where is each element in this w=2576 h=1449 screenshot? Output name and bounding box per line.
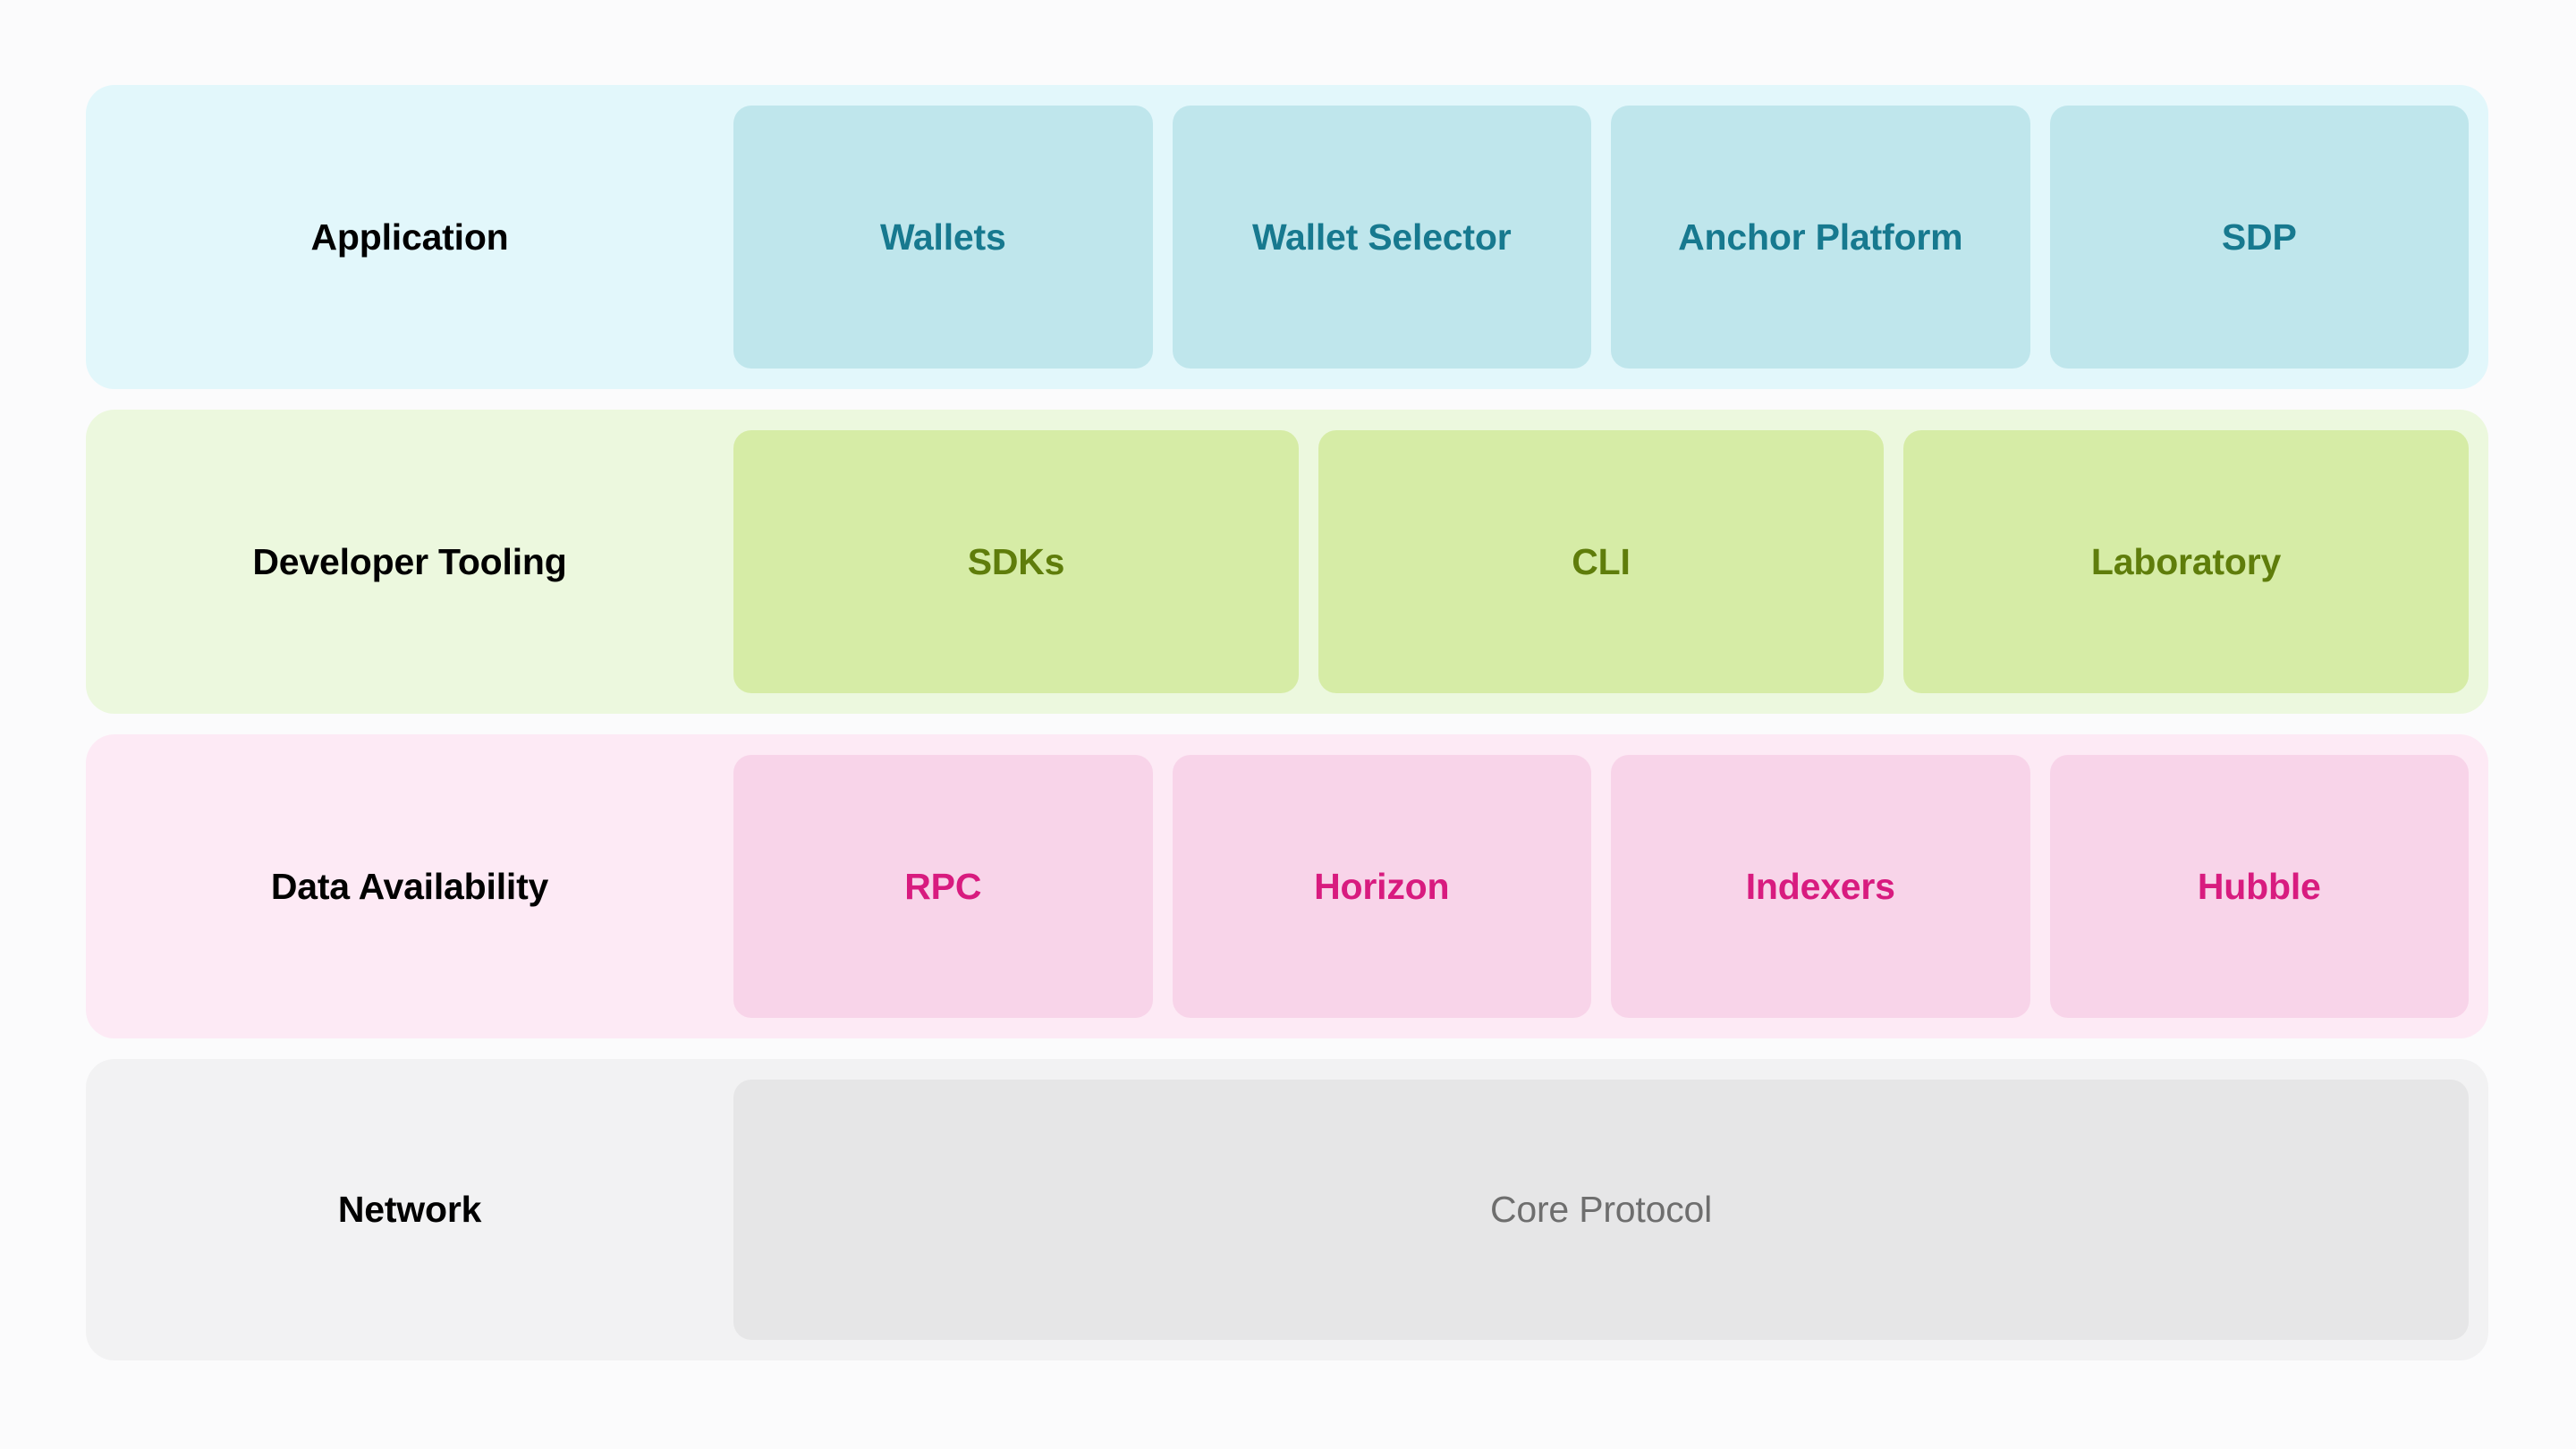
- component-card-anchor-platform[interactable]: Anchor Platform: [1611, 106, 2030, 369]
- layer-row-data-availability: Data Availability RPC Horizon Indexers H…: [86, 734, 2488, 1038]
- layer-row-application: Application Wallets Wallet Selector Anch…: [86, 85, 2488, 389]
- component-card-laboratory[interactable]: Laboratory: [1903, 430, 2469, 693]
- component-card-sdp[interactable]: SDP: [2049, 106, 2469, 369]
- component-card-indexers[interactable]: Indexers: [1611, 755, 2030, 1018]
- layer-cards-network: Core Protocol: [733, 1059, 2488, 1360]
- component-card-core-protocol[interactable]: Core Protocol: [733, 1080, 2469, 1340]
- layer-row-network: Network Core Protocol: [86, 1059, 2488, 1360]
- layer-row-developer-tooling: Developer Tooling SDKs CLI Laboratory: [86, 410, 2488, 714]
- layer-label-data-availability: Data Availability: [270, 865, 549, 907]
- component-card-wallets[interactable]: Wallets: [733, 106, 1153, 369]
- component-card-hubble[interactable]: Hubble: [2049, 755, 2469, 1018]
- layer-stack-diagram: Application Wallets Wallet Selector Anch…: [86, 85, 2488, 1360]
- component-card-horizon[interactable]: Horizon: [1172, 755, 1591, 1018]
- component-card-wallet-selector[interactable]: Wallet Selector: [1172, 106, 1591, 369]
- component-card-sdks[interactable]: SDKs: [733, 430, 1299, 693]
- layer-label-application: Application: [310, 216, 509, 258]
- layer-label-developer-tooling: Developer Tooling: [252, 540, 567, 582]
- layer-label-network: Network: [337, 1189, 482, 1230]
- layer-cards-application: Wallets Wallet Selector Anchor Platform …: [733, 85, 2488, 389]
- component-card-rpc[interactable]: RPC: [733, 755, 1153, 1018]
- layer-cards-developer-tooling: SDKs CLI Laboratory: [733, 410, 2488, 714]
- component-card-cli[interactable]: CLI: [1318, 430, 1884, 693]
- layer-cards-data-availability: RPC Horizon Indexers Hubble: [733, 734, 2488, 1038]
